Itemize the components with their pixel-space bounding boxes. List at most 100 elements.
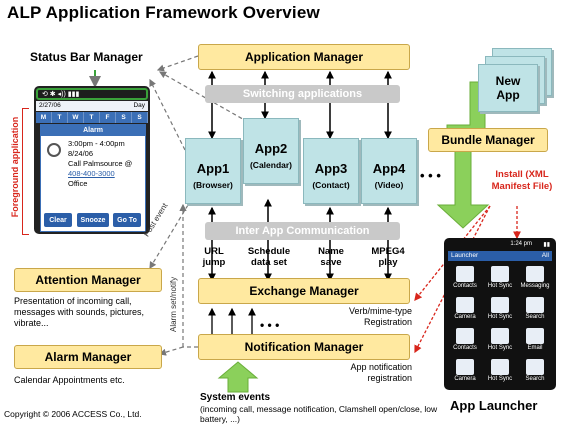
week-day-0[interactable]: M (36, 112, 52, 123)
launcher-tile-label: Hot Sync (487, 345, 513, 351)
launcher-status-bar: 1:24 pm ▮▮ (448, 241, 552, 250)
exchange-item-schedule: Schedule data set (244, 246, 294, 268)
alarm-line1: Call Palmsource @ (68, 159, 133, 168)
app4-box: App4 (Video) (361, 138, 417, 204)
app-icon (491, 297, 509, 313)
launcher-tile-label: Hot Sync (487, 376, 513, 382)
alarm-bell-icon (47, 143, 61, 157)
new-app-label: New App (495, 74, 521, 102)
status-bar-icons: ⟲ ✱ ◂)) ▮▮▮ (42, 91, 80, 98)
notification-ellipsis: • • • (260, 318, 280, 332)
launcher-tile-label: Contacts (453, 283, 477, 289)
launcher-tile-5[interactable]: Search (520, 295, 550, 327)
inter-app-communication-bar: Inter App Communication (205, 222, 400, 240)
launcher-tile-11[interactable]: Search (520, 357, 550, 389)
install-label: Install (XML Manifest File) (491, 169, 553, 192)
switching-applications-bar: Switching applications (205, 85, 400, 103)
app-icon (526, 266, 544, 282)
alarm-details: 3:00pm - 4:00pm 8/24/06 Call Palmsource … (68, 139, 132, 189)
alarm-day: Day (133, 102, 145, 109)
alarm-dialog: Alarm 3:00pm - 4:00pm 8/24/06 Call Palms… (40, 124, 146, 232)
alarm-place: Office (68, 179, 88, 188)
app-icon (491, 266, 509, 282)
clear-button[interactable]: Clear (44, 213, 72, 227)
launcher-header: Launcher All (448, 251, 552, 261)
week-day-2[interactable]: W (68, 112, 84, 123)
app-notification-registration: App notification registration (350, 362, 412, 383)
exchange-item-url-l1: URL (204, 246, 224, 257)
exchange-item-name-l2: save (320, 257, 342, 268)
launcher-tile-3[interactable]: Camera (450, 295, 480, 327)
exchange-item-mpeg4: MPEG4 play (370, 246, 406, 268)
app2-sub: (Calendar) (249, 160, 293, 170)
alarm-date: 2/27/06 (39, 102, 61, 109)
status-bar-manager-label: Status Bar Manager (30, 50, 143, 64)
foreground-bracket (22, 108, 29, 235)
app-icon (526, 359, 544, 375)
launcher-tile-label: Search (525, 376, 545, 382)
app-icon (526, 328, 544, 344)
launcher-tile-9[interactable]: Camera (450, 357, 480, 389)
week-day-6[interactable]: S (132, 112, 148, 123)
launcher-tile-8[interactable]: Email (520, 326, 550, 358)
alarm-time: 3:00pm - 4:00pm (68, 139, 125, 148)
alarm-event-date: 8/24/06 (68, 149, 94, 158)
week-day-5[interactable]: S (116, 112, 132, 123)
status-bar[interactable]: ⟲ ✱ ◂)) ▮▮▮ (36, 88, 148, 100)
app-icon (456, 328, 474, 344)
apps-ellipsis: • • • (420, 168, 441, 183)
bundle-manager-box: Bundle Manager (428, 128, 548, 152)
system-events-label: System events (200, 392, 271, 403)
app-launcher-label: App Launcher (450, 398, 538, 413)
launcher-tile-0[interactable]: Contacts (450, 264, 480, 296)
exchange-item-schedule-l2: data set (251, 257, 287, 268)
week-day-3[interactable]: T (84, 112, 100, 123)
application-manager-box: Application Manager (198, 44, 410, 70)
launcher-tile-7[interactable]: Hot Sync (485, 326, 515, 358)
alarm-manager-box: Alarm Manager (14, 345, 162, 369)
launcher-tile-4[interactable]: Hot Sync (485, 295, 515, 327)
week-day-1[interactable]: T (52, 112, 68, 123)
app3-sub: (Contact) (312, 180, 350, 190)
launcher-tile-2[interactable]: Messaging (520, 264, 550, 296)
snooze-button[interactable]: Snooze (77, 213, 109, 227)
launcher-title: Launcher (451, 252, 479, 259)
battery-icon: ▮▮ (543, 242, 550, 248)
page-title: ALP Application Framework Overview (7, 3, 320, 22)
launcher-tile-10[interactable]: Hot Sync (485, 357, 515, 389)
goto-button[interactable]: Go To (113, 213, 141, 227)
app1-name: App1 (196, 161, 230, 176)
app2-name: App2 (254, 141, 288, 156)
launcher-tile-6[interactable]: Contacts (450, 326, 480, 358)
exchange-item-mpeg4-l1: MPEG4 (371, 246, 405, 257)
exchange-manager-box: Exchange Manager (198, 278, 410, 304)
app3-box: App3 (Contact) (303, 138, 359, 204)
alarm-phone-link[interactable]: 408-400-3000 (68, 169, 115, 178)
exchange-item-name: Name save (314, 246, 348, 268)
launcher-tile-label: Camera (454, 314, 476, 320)
app3-name: App3 (314, 161, 348, 176)
exchange-item-schedule-l1: Schedule (247, 246, 291, 257)
new-app-box: New App (478, 64, 538, 112)
app1-sub: (Browser) (193, 180, 233, 190)
date-row: 2/27/06 Day (36, 101, 148, 111)
alarm-manager-desc: Calendar Appointments etc. (14, 375, 125, 385)
notification-manager-box: Notification Manager (198, 334, 410, 360)
week-day-4[interactable]: F (100, 112, 116, 123)
app-icon (526, 297, 544, 313)
exchange-item-url-l2: jump (202, 257, 226, 268)
exchange-item-name-l1: Name (318, 246, 344, 257)
launcher-tile-1[interactable]: Hot Sync (485, 264, 515, 296)
attention-manager-box: Attention Manager (14, 268, 162, 292)
launcher-filter[interactable]: All (541, 252, 549, 259)
launcher-tile-label: Messaging (520, 283, 550, 289)
launcher-tile-label: Email (527, 345, 543, 351)
exchange-item-mpeg4-l2: play (378, 257, 398, 268)
app-icon (491, 359, 509, 375)
launcher-tile-label: Camera (454, 376, 476, 382)
launcher-tile-label: Contacts (453, 345, 477, 351)
